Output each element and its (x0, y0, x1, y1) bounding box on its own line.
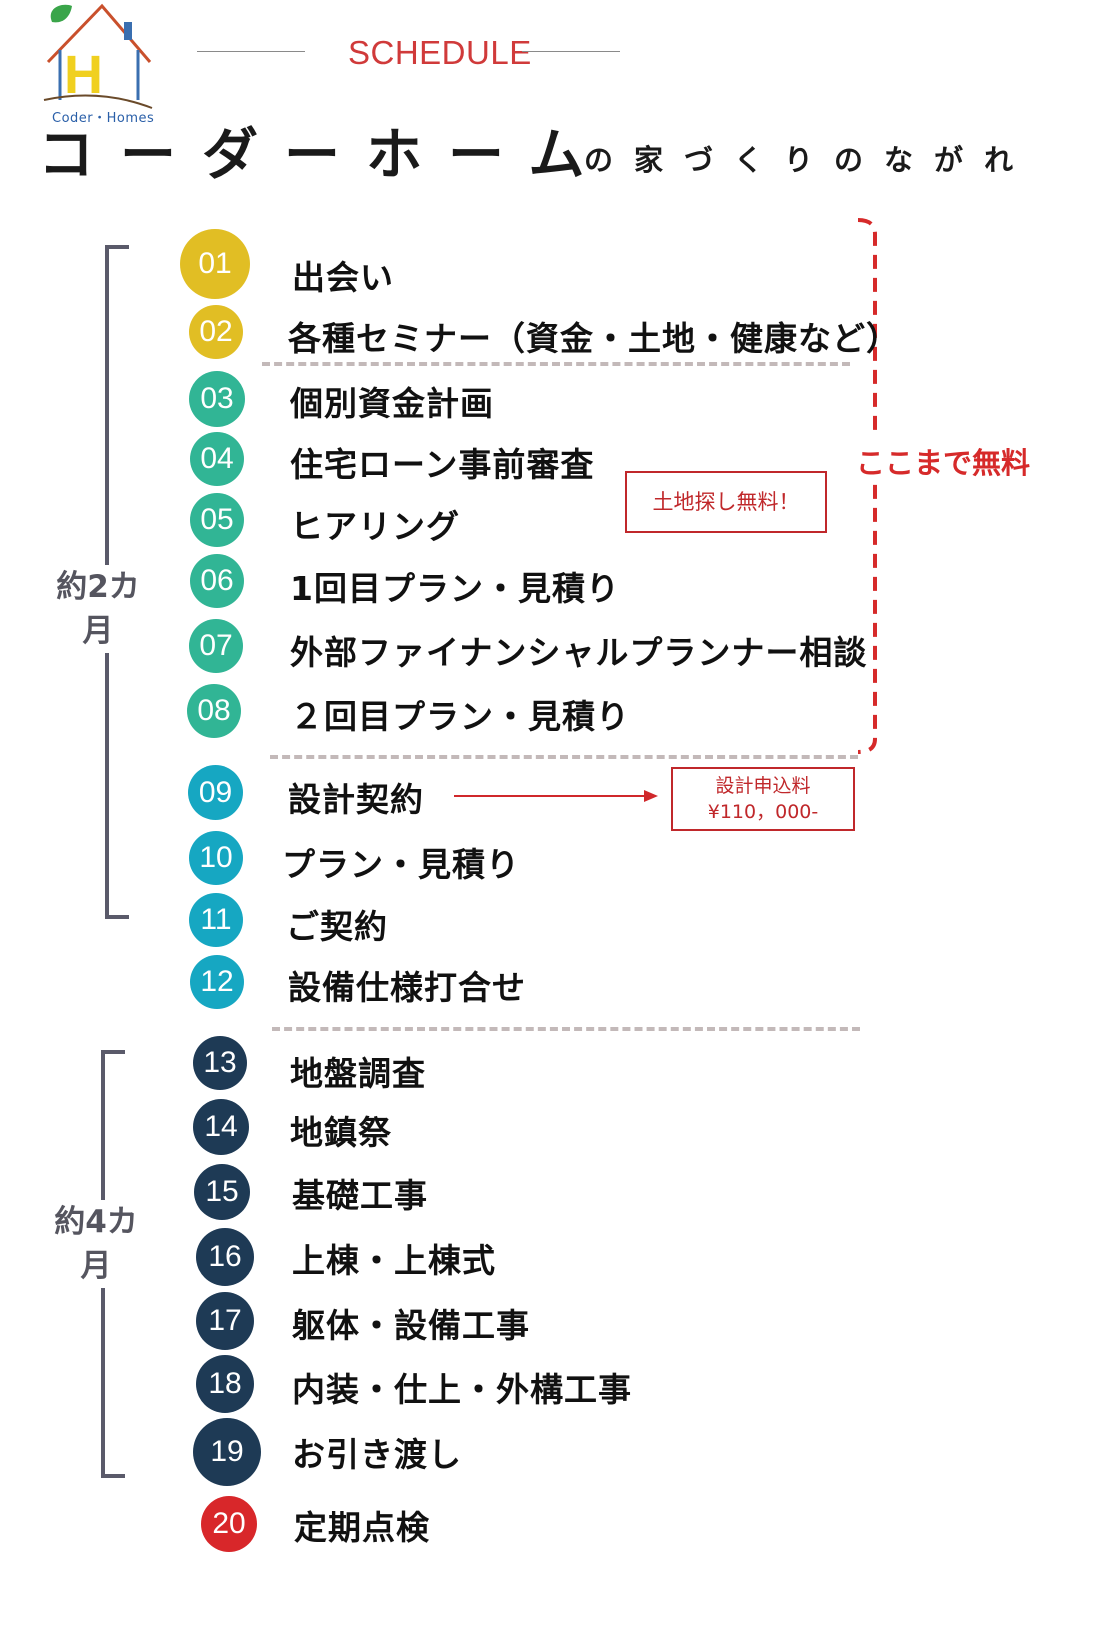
step-label: 住宅ローン事前審査 (290, 445, 595, 484)
page-subtitle: の家づくりのながれ (584, 143, 1035, 177)
step-number-badge: 16 (196, 1228, 254, 1286)
period-label-first: 約2カ月 (48, 565, 148, 653)
land-search-note: 土地探し無料！ (625, 471, 827, 533)
step-label: 外部ファイナンシャルプランナー相談 (290, 633, 868, 672)
step-number-badge: 20 (201, 1496, 257, 1552)
step-number-badge: 15 (194, 1164, 250, 1220)
period-label-second: 約4カ月 (46, 1200, 146, 1288)
page-title: コーダーホーム (38, 123, 611, 188)
divider-after-free (270, 755, 858, 759)
free-range-bracket (857, 218, 877, 754)
step-number-badge: 13 (193, 1036, 247, 1090)
step-number-badge: 02 (189, 305, 243, 359)
step-label: 出会い (292, 258, 394, 297)
step-label: 1回目プラン・見積り (290, 569, 620, 608)
step-label: 各種セミナー（資金・土地・健康など） (288, 319, 900, 358)
step-number-badge: 03 (189, 371, 245, 427)
step-number-badge: 14 (193, 1099, 249, 1155)
step-label: プラン・見積り (282, 845, 520, 884)
step-number-badge: 06 (190, 554, 244, 608)
design-fee-title: 設計申込料 (715, 775, 811, 797)
step-label: ご契約 (286, 907, 388, 946)
header-rule-left (197, 51, 305, 52)
step-label: 設備仕様打合せ (288, 968, 526, 1007)
company-logo: H (43, 3, 153, 109)
step-number-badge: 19 (193, 1418, 261, 1486)
step-number-badge: 05 (190, 493, 244, 547)
step-number-badge: 11 (189, 893, 243, 947)
step-label: お引き渡し (292, 1435, 462, 1474)
design-fee-note: 設計申込料 ¥110，000- (671, 767, 855, 831)
step-number-badge: 09 (188, 765, 243, 820)
step-label: 基礎工事 (292, 1176, 428, 1215)
step-label: 地鎮祭 (290, 1113, 392, 1152)
step-label: 地盤調査 (290, 1054, 426, 1093)
step-number-badge: 07 (189, 619, 243, 673)
step-number-badge: 01 (180, 229, 250, 299)
step-label: 個別資金計画 (290, 384, 494, 423)
step-number-badge: 17 (196, 1292, 254, 1350)
step-label: ヒアリング (290, 507, 460, 546)
step-number-badge: 10 (189, 831, 243, 885)
schedule-heading: SCHEDULE (348, 34, 532, 71)
header-rule-right (522, 51, 620, 52)
design-fee-amount: ¥110，000- (707, 801, 819, 823)
divider-before-construction (272, 1027, 860, 1031)
free-until-label: ここまで無料 (856, 438, 1031, 484)
step-label: 躯体・設備工事 (292, 1306, 530, 1345)
step-number-badge: 18 (196, 1355, 254, 1413)
step-label: 設計契約 (288, 780, 424, 819)
step-number-badge: 04 (190, 432, 244, 486)
step-number-badge: 08 (187, 684, 241, 738)
logo-caption: Coder・Homes (52, 111, 155, 126)
step-label: 内装・仕上・外構工事 (292, 1370, 632, 1409)
step-label: 上棟・上棟式 (292, 1241, 496, 1280)
step-label: ２回目プラン・見積り (290, 697, 630, 736)
design-fee-arrow (454, 790, 658, 802)
step-label: 定期点検 (294, 1508, 430, 1547)
divider-after-seminar (262, 362, 850, 366)
step-number-badge: 12 (190, 955, 244, 1009)
